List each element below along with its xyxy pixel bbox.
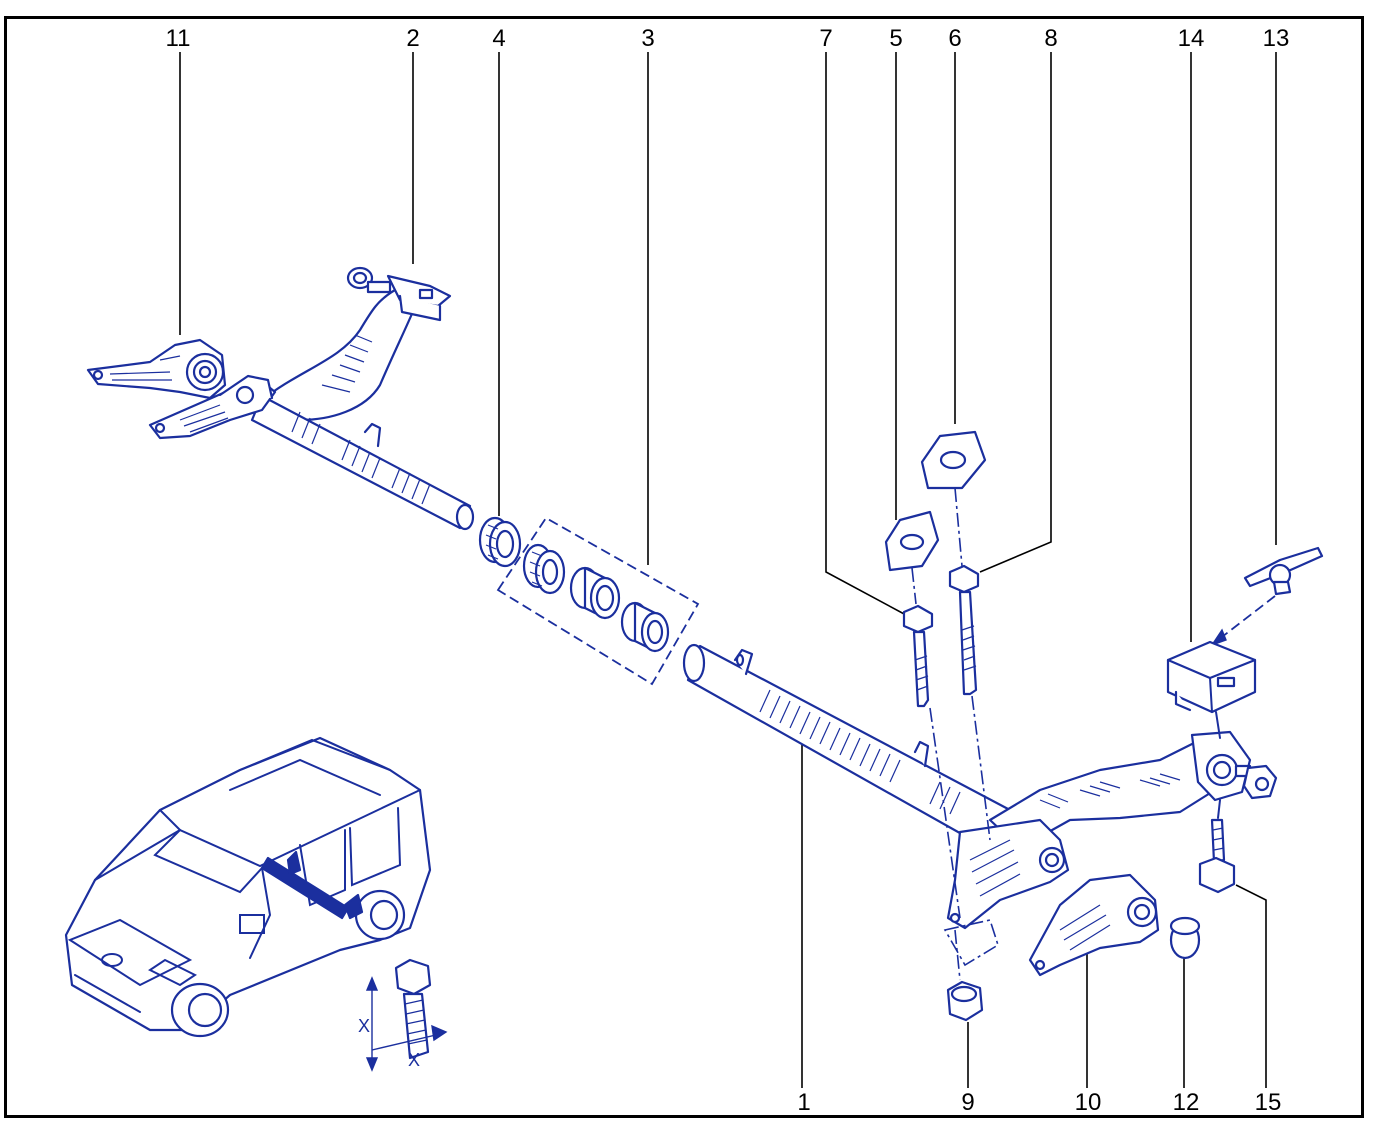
callout-14: 14 — [1178, 25, 1205, 52]
washer-5 — [884, 510, 940, 605]
bracket-10 — [1028, 873, 1160, 977]
bolt-dimension-inset: X X — [358, 958, 448, 1072]
callout-10: 10 — [1075, 1089, 1102, 1116]
washer-6 — [920, 430, 987, 567]
right-axle-arm — [943, 730, 1278, 967]
callout-3: 3 — [641, 25, 654, 52]
callout-4: 4 — [492, 25, 505, 52]
callout-9: 9 — [961, 1089, 974, 1116]
bolt-8 — [948, 564, 991, 841]
left-axle-arm — [148, 266, 475, 531]
right-axle-tube — [682, 643, 1012, 852]
bump-stop-14 — [1166, 640, 1257, 739]
callout-5: 5 — [889, 25, 902, 52]
left-hub-plate — [86, 338, 227, 400]
callout-6: 6 — [948, 25, 961, 52]
dimension-x-vertical: X — [358, 1016, 370, 1036]
vehicle-inset — [64, 736, 432, 1038]
cap-12 — [1169, 916, 1201, 960]
bolt-15 — [1198, 799, 1236, 894]
callout-15: 15 — [1255, 1089, 1282, 1116]
dimension-x-diagonal: X — [408, 1050, 420, 1070]
bolt-7 — [902, 604, 961, 919]
leader-lines — [179, 52, 1277, 1088]
callout-2: 2 — [406, 25, 419, 52]
bushing-set-3 — [496, 516, 700, 686]
callout-12: 12 — [1173, 1089, 1200, 1116]
callout-11: 11 — [166, 25, 191, 52]
callout-7: 7 — [819, 25, 832, 52]
bushing-4 — [478, 516, 522, 568]
callout-1: 1 — [797, 1089, 810, 1116]
callout-13: 13 — [1263, 25, 1290, 52]
bracket-13 — [1210, 546, 1324, 647]
nut-9 — [946, 929, 984, 1022]
callout-8: 8 — [1044, 25, 1057, 52]
